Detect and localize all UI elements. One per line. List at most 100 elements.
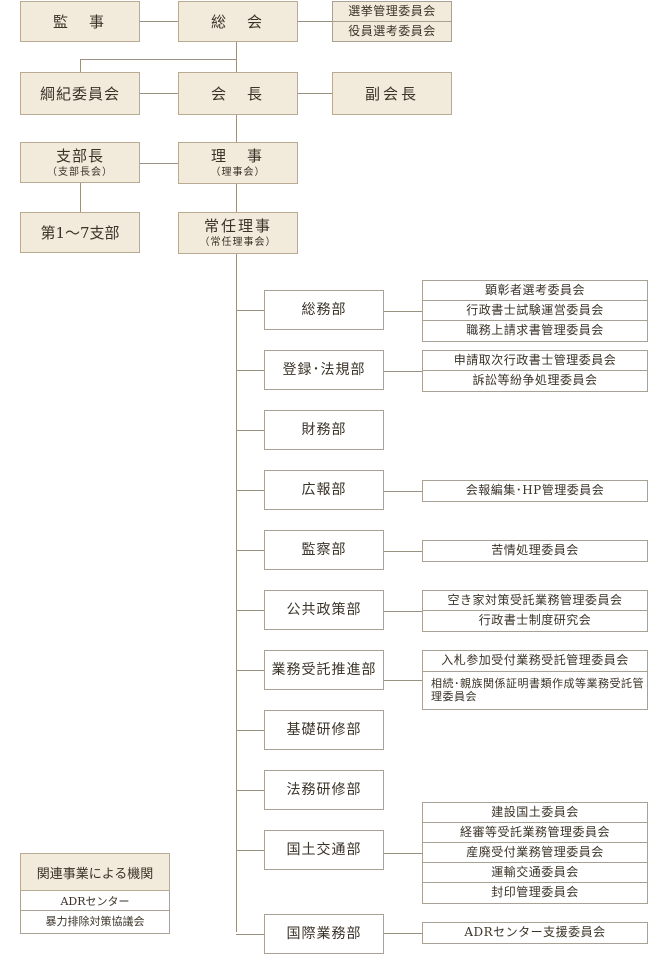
committee-connector — [384, 933, 422, 934]
committee-item: 選挙管理委員会 — [333, 2, 451, 22]
branch-line — [236, 850, 264, 851]
department-label: 国土交通部 — [286, 841, 362, 858]
committee-item: 役員選考委員会 — [348, 23, 436, 38]
connector — [298, 21, 332, 22]
committee-item: 相続･親族関係証明書類作成等業務受託管理委員会 — [431, 676, 644, 703]
committee-column: 入札参加受付業務受託管理委員会相続･親族関係証明書類作成等業務受託管理委員会 — [422, 650, 648, 710]
department-box: 公共政策部 — [264, 590, 384, 630]
branch-line — [236, 310, 264, 311]
branch-line — [236, 670, 264, 671]
connector — [140, 93, 178, 94]
related-item: 暴力排除対策協議会 — [45, 915, 145, 928]
department-box: 法務研修部 — [264, 770, 384, 810]
kouki-box: 綱紀委員会 — [20, 72, 140, 115]
committee-column: 顕彰者選考委員会行政書士試験運営委員会職務上請求書管理委員会 — [422, 280, 648, 342]
branches-box: 第1～7支部 — [20, 212, 140, 253]
department-label: 広報部 — [301, 481, 347, 498]
department-label: 法務研修部 — [286, 781, 362, 798]
department-box: 総務部 — [264, 290, 384, 330]
kanji-box: 監 事 — [20, 1, 140, 42]
committee-item: 運輸交通委員会 — [423, 863, 647, 883]
connector — [298, 93, 332, 94]
connector — [80, 59, 236, 60]
committee-item: 空き家対策受託業務管理委員会 — [423, 591, 647, 611]
branch-line — [236, 730, 264, 731]
branch-line — [236, 550, 264, 551]
committee-column: 空き家対策受託業務管理委員会行政書士制度研究会 — [422, 590, 648, 632]
committee-item: 封印管理委員会 — [491, 885, 579, 900]
department-label: 公共政策部 — [286, 601, 362, 618]
department-label: 業務受託推進部 — [271, 661, 377, 678]
department-label: 国際業務部 — [286, 925, 362, 942]
related-list: ADRセンター 暴力排除対策協議会 — [20, 891, 170, 934]
committee-connector — [384, 371, 422, 372]
committee-connector — [384, 491, 422, 492]
committee-item: 経審等受託業務管理委員会 — [423, 823, 647, 843]
committee-connector — [384, 611, 422, 612]
committee-item: 産廃受付業務管理委員会 — [423, 843, 647, 863]
committee-column: ADRセンター支援委員会 — [422, 922, 648, 944]
jounin-label: 常任理事 — [203, 217, 272, 235]
riji-box: 理 事 （理事会） — [178, 142, 298, 184]
jounin-sub: （常任理事会） — [199, 237, 277, 248]
committee-item: 苦情処理委員会 — [491, 543, 579, 558]
department-box: 登録･法規部 — [264, 350, 384, 390]
soukai-box: 総 会 — [178, 1, 298, 42]
connector — [236, 42, 237, 72]
committee-item: 入札参加受付業務受託管理委員会 — [423, 651, 647, 672]
related-title: 関連事業による機関 — [36, 866, 154, 882]
department-box: 広報部 — [264, 470, 384, 510]
committee-item: ADRセンター支援委員会 — [464, 925, 606, 940]
kaichou-label: 会 長 — [210, 84, 265, 103]
related-item: ADRセンター — [21, 891, 169, 911]
kouki-label: 綱紀委員会 — [39, 84, 120, 103]
fukukaichou-box: 副会長 — [332, 72, 452, 115]
branch-line — [236, 610, 264, 611]
branch-line — [236, 934, 264, 935]
shibuchou-label: 支部長 — [55, 146, 104, 165]
committee-item: 行政書士試験運営委員会 — [423, 301, 647, 321]
department-box: 基礎研修部 — [264, 710, 384, 750]
department-label: 基礎研修部 — [286, 721, 362, 738]
riji-label: 理 事 — [210, 147, 265, 165]
kaichou-box: 会 長 — [178, 72, 298, 115]
committee-item: 申請取次行政書士管理委員会 — [423, 351, 647, 371]
department-label: 総務部 — [301, 301, 347, 318]
branch-line — [236, 490, 264, 491]
soukai-committees: 選挙管理委員会 役員選考委員会 — [332, 1, 452, 42]
department-label: 財務部 — [301, 421, 347, 438]
department-box: 国際業務部 — [264, 914, 384, 954]
branches-label: 第1～7支部 — [40, 223, 120, 242]
related-header: 関連事業による機関 — [20, 853, 170, 891]
committee-column: 申請取次行政書士管理委員会訴訟等紛争処理委員会 — [422, 350, 648, 392]
committee-connector — [384, 680, 422, 681]
connector — [236, 115, 237, 142]
fukukaichou-label: 副会長 — [364, 84, 419, 103]
department-box: 監察部 — [264, 530, 384, 570]
committee-item: 会報編集･HP管理委員会 — [465, 483, 605, 498]
connector — [80, 59, 81, 72]
shibuchou-box: 支部長 （支部長会） — [20, 142, 140, 183]
soukai-label: 総 会 — [210, 12, 265, 31]
connector — [80, 183, 81, 212]
department-box: 国土交通部 — [264, 830, 384, 870]
committee-item: 行政書士制度研究会 — [478, 613, 592, 628]
kanji-label: 監 事 — [52, 12, 107, 31]
department-label: 監察部 — [301, 541, 347, 558]
committee-column: 建設国土委員会経審等受託業務管理委員会産廃受付業務管理委員会運輸交通委員会封印管… — [422, 802, 648, 904]
connector — [140, 163, 178, 164]
committee-column: 会報編集･HP管理委員会 — [422, 480, 648, 502]
committee-item: 建設国土委員会 — [423, 803, 647, 823]
shibuchou-sub: （支部長会） — [47, 166, 113, 178]
committee-connector — [384, 551, 422, 552]
branch-line — [236, 370, 264, 371]
committee-connector — [384, 311, 422, 312]
trunk-line — [236, 254, 237, 932]
branch-line — [236, 790, 264, 791]
connector — [140, 21, 178, 22]
department-box: 財務部 — [264, 410, 384, 450]
committee-column: 苦情処理委員会 — [422, 540, 648, 562]
committee-item: 顕彰者選考委員会 — [423, 281, 647, 301]
connector — [236, 184, 237, 212]
branch-line — [236, 430, 264, 431]
